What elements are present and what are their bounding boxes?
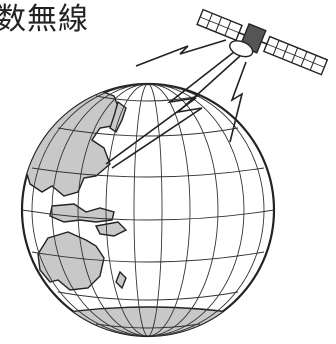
satellite-dish — [229, 40, 254, 58]
land-indonesia — [49, 203, 115, 223]
land-australia — [37, 231, 105, 291]
land-japan — [109, 100, 127, 134]
radio-wave-icon — [105, 39, 247, 169]
solar-panel-left — [196, 8, 243, 42]
land-new-guinea — [94, 221, 128, 237]
latitude-lines — [22, 95, 274, 329]
land-antarctica — [29, 306, 269, 336]
caption-text: 数無線 — [0, 2, 89, 37]
satellite-icon — [196, 8, 329, 76]
longitude-lines — [31, 84, 265, 336]
earth-globe-icon — [20, 82, 276, 338]
radio-wave-down — [105, 51, 235, 165]
land-new-zealand — [115, 270, 127, 290]
radio-wave-down-2 — [111, 55, 241, 169]
radio-wave-left — [135, 39, 227, 67]
radio-wave-right — [229, 61, 247, 143]
solar-panel-right — [262, 35, 329, 76]
